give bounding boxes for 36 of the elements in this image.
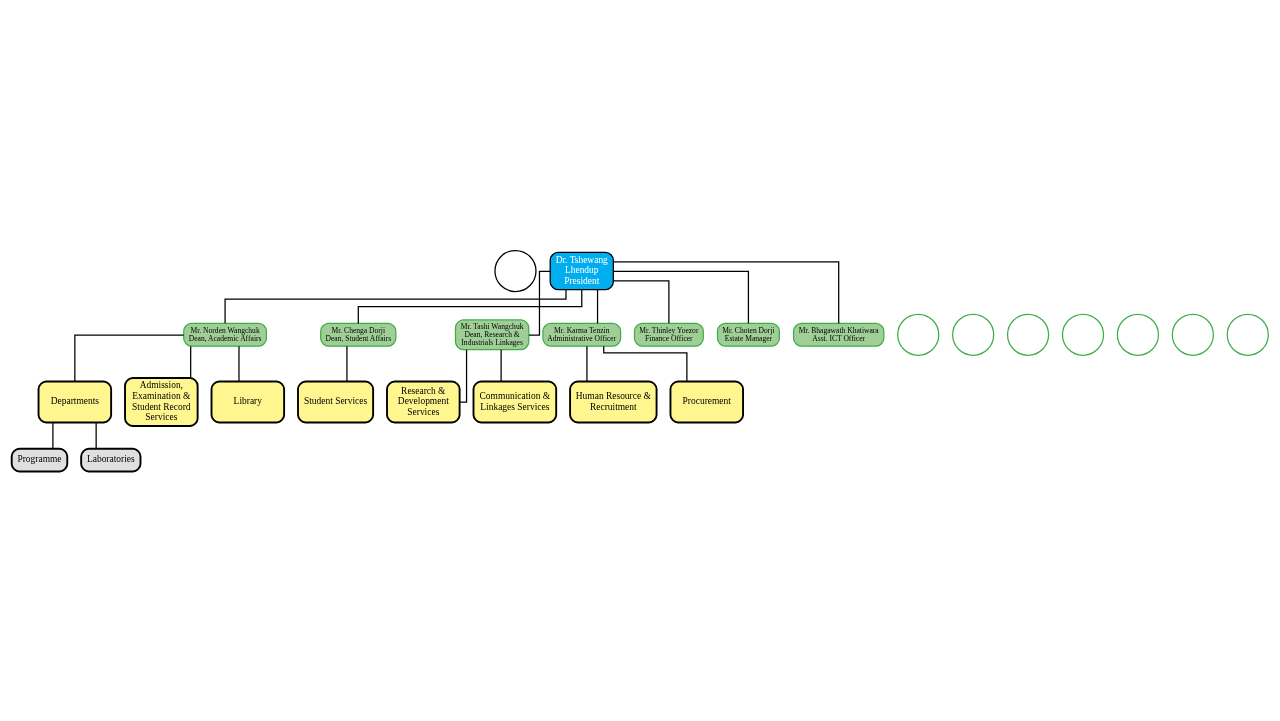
connector (74, 334, 185, 382)
node-box: Dr. Tshewang Lhendup President (549, 251, 614, 290)
connector (500, 348, 502, 382)
node-box: Procurement (669, 380, 744, 423)
connector (346, 345, 348, 382)
connector (224, 288, 567, 324)
connector (52, 421, 54, 449)
node-box: Library (210, 380, 286, 423)
connector (603, 345, 688, 382)
node-circle (494, 249, 537, 292)
node-box: Departments (37, 380, 113, 423)
node-box: Communication & Linkages Services (472, 380, 558, 423)
node-circle (1116, 313, 1160, 356)
connector (586, 345, 588, 382)
node-circle (1171, 313, 1214, 356)
connector (190, 345, 192, 379)
node-circle (897, 313, 940, 356)
connector (612, 260, 840, 324)
node-box: Research & Development Services (386, 380, 461, 423)
node-box: Laboratories (80, 447, 142, 472)
node-box: Programme (10, 447, 69, 472)
node-box: Human Resource & Recruitment (569, 380, 658, 423)
connector (357, 288, 583, 324)
connector (612, 279, 670, 324)
node-circle (1061, 313, 1105, 356)
node-circle (1226, 313, 1269, 356)
connector (459, 348, 468, 403)
node-circle (1006, 313, 1050, 356)
connector (528, 270, 551, 336)
connector (238, 345, 240, 382)
connector (596, 288, 599, 324)
node-circle (952, 313, 995, 356)
connector (612, 270, 750, 324)
connector (95, 421, 97, 449)
node-box: Admission, Examination & Student Record Services (124, 376, 199, 427)
node-box: Student Services (297, 380, 375, 423)
